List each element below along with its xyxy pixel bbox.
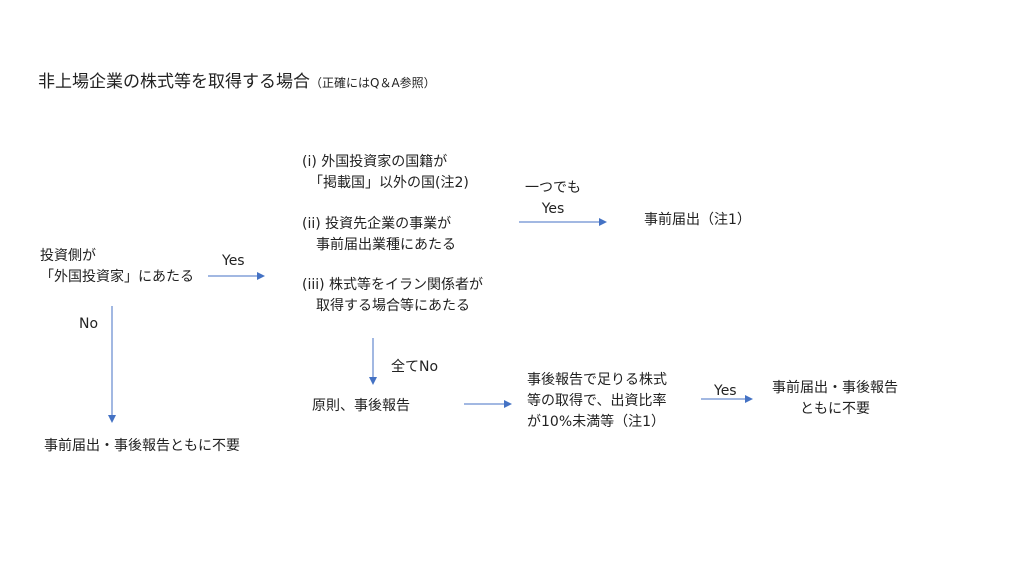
edge-label-line: Yes [541,201,565,217]
edge-label-all-no: 全てNo [391,359,439,375]
edge-label-no: No [79,316,99,332]
diagram-title: 非上場企業の株式等を取得する場合（正確にはQ＆A参照） [38,70,436,95]
node-condition-i: (i) 外国投資家の国籍が 「掲載国」以外の国(注2) [302,152,469,194]
node-post-report-condition: 事後報告で足りる株式 等の取得で、出資比率 が10%未満等（注1） [527,370,667,433]
edge-label-yes-post: Yes [714,383,737,399]
node-no-need-left: 事前届出・事後報告ともに不要 [44,438,240,454]
node-no-need-right: 事前届出・事後報告 ともに不要 [762,378,908,420]
node-investor-question: 投資側が 「外国投資家」にあたる [40,246,194,288]
node-condition-iii: (iii) 株式等をイラン関係者が 取得する場合等にあたる [302,275,483,317]
node-condition-ii: (ii) 投資先企業の事業が 事前届出業種にあたる [302,214,456,256]
title-main: 非上場企業の株式等を取得する場合 [38,72,310,92]
edge-label-yes-investor: Yes [222,253,245,269]
node-line: 事後報告で足りる株式 [527,372,667,388]
node-line: (ii) 投資先企業の事業が [302,216,452,232]
node-line: (iii) 株式等をイラン関係者が [302,277,484,293]
node-line: 取得する場合等にあたる [302,298,470,314]
node-line: が10%未満等（注1） [527,414,666,430]
node-line: (i) 外国投資家の国籍が [302,154,448,170]
edge-label-any-one-yes: 一つでも Yes [522,178,584,220]
node-line: ともに不要 [800,401,870,417]
node-line: 等の取得で、出資比率 [527,393,667,409]
node-line: 事前届出業種にあたる [302,237,456,253]
node-line: 「掲載国」以外の国(注2) [302,175,469,191]
node-principle-post-report: 原則、事後報告 [312,398,410,414]
node-line: 投資側が [40,248,96,264]
node-line: 事前届出・事後報告 [772,380,898,396]
node-line: 「外国投資家」にあたる [40,269,194,285]
title-note: （正確にはQ＆A参照） [310,76,436,90]
node-prior-notice: 事前届出（注1） [644,212,751,228]
edge-label-line: 一つでも [525,180,581,196]
